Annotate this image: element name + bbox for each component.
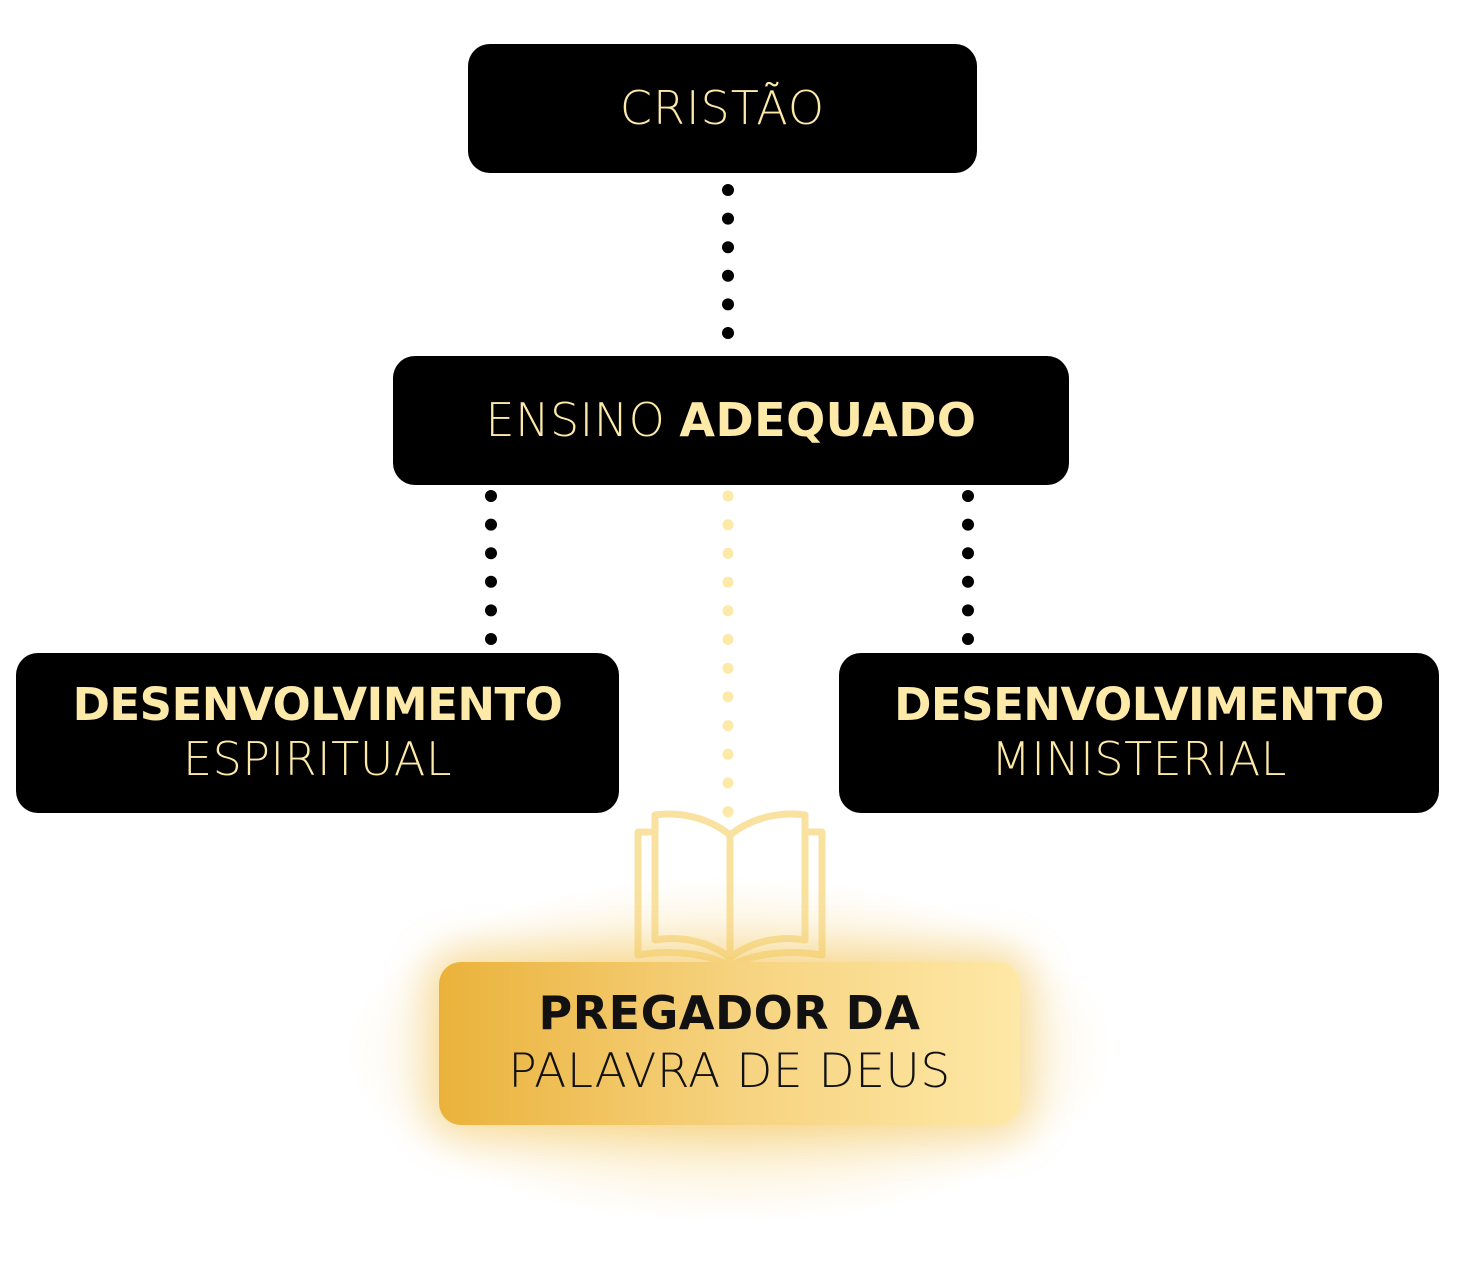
connector-dot: [962, 604, 974, 617]
connector-dot: [722, 777, 734, 789]
node-espiritual-label-bold: DESENVOLVIMENTO: [72, 678, 563, 732]
connector-dot: [485, 604, 497, 617]
connector-dot: [722, 720, 734, 732]
connector-ensino-ministerial: [962, 490, 974, 645]
connector-dot: [722, 241, 734, 254]
connector-dot: [722, 576, 734, 588]
connector-dot: [722, 748, 734, 760]
connector-dot: [722, 662, 734, 674]
connector-cristao-ensino: [722, 184, 734, 339]
node-ministerial-label-light: MINISTERIAL: [991, 732, 1287, 787]
connector-dot: [962, 547, 974, 560]
connector-dot: [962, 633, 974, 645]
connector-dot: [722, 547, 734, 559]
connector-dot: [962, 490, 974, 502]
connector-dot: [722, 806, 734, 818]
connector-dot: [485, 518, 497, 531]
connector-dot: [722, 605, 734, 617]
node-cristao: CRISTÃO: [468, 44, 977, 173]
connector-dot: [485, 547, 497, 560]
connector-dot: [722, 184, 734, 196]
connector-ensino-espiritual: [485, 490, 497, 645]
node-ensino-label-light: ENSINO: [485, 392, 666, 447]
connector-dot: [722, 298, 734, 311]
connector-dot: [722, 634, 734, 645]
connector-ensino-pregador: [722, 490, 734, 818]
node-desenvolvimento-ministerial: DESENVOLVIMENTO MINISTERIAL: [839, 653, 1439, 813]
node-desenvolvimento-espiritual: DESENVOLVIMENTO ESPIRITUAL: [16, 653, 619, 813]
connector-dot: [722, 212, 734, 225]
connector-dot: [485, 490, 497, 502]
node-pregador-da-palavra: PREGADOR DA PALAVRA DE DEUS: [439, 962, 1020, 1125]
connector-dot: [485, 575, 497, 588]
node-ministerial-label-bold: DESENVOLVIMENTO: [894, 678, 1384, 732]
node-cristao-label: CRISTÃO: [619, 80, 826, 135]
connector-dot: [962, 575, 974, 588]
connector-dot: [722, 490, 734, 502]
node-ensino-adequado: ENSINO ADEQUADO: [393, 356, 1069, 485]
connector-dot: [722, 691, 734, 703]
connector-dot: [485, 633, 497, 645]
node-espiritual-label-light: ESPIRITUAL: [183, 732, 452, 787]
node-pregador-label-bold: PREGADOR DA: [538, 986, 921, 1041]
connector-dot: [722, 327, 734, 339]
node-ensino-label-bold: ADEQUADO: [679, 392, 977, 447]
node-pregador-label-light: PALAVRA DE DEUS: [508, 1043, 951, 1099]
connector-dot: [722, 519, 734, 531]
connector-dot: [962, 518, 974, 531]
connector-dot: [722, 269, 734, 282]
